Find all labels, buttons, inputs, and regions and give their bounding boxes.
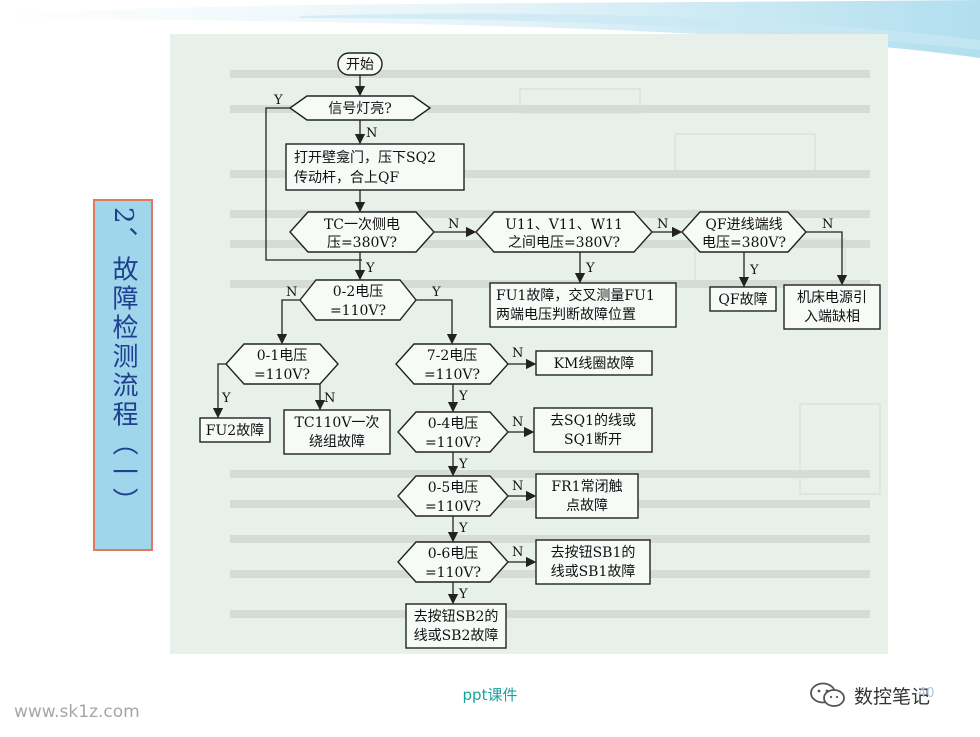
process-fu2-fault: [199, 417, 271, 443]
wechat-icon: [810, 682, 845, 707]
slide-title: 2、故障检测流程（一）: [108, 207, 138, 517]
process-fu2-label: FU2故障: [206, 423, 264, 439]
footer-website-watermark: www.sk1z.com: [14, 702, 140, 722]
label-02-y: Y: [431, 285, 441, 300]
flowchart-connectors: [212, 75, 848, 605]
process-km-coil-label: KM线圈故障: [554, 356, 635, 372]
process-tc110-fault: [283, 409, 391, 455]
label-01-y: Y: [221, 391, 231, 406]
process-fr1-line2: 点故障: [566, 498, 608, 514]
process-sb2: [405, 603, 507, 649]
label-06-n: N: [512, 545, 523, 560]
decision-0-4-line1: 0-4电压: [428, 416, 479, 432]
label-04-n: N: [512, 415, 523, 430]
process-tc110-line2: 绕组故障: [309, 434, 365, 450]
process-sb1: [535, 539, 651, 585]
decision-0-2-line2: =110V?: [330, 303, 386, 319]
top-wave-decoration: [0, 0, 980, 58]
decision-0-5-line1: 0-5电压: [428, 480, 479, 496]
footer-brand: 数控笔记: [808, 681, 930, 709]
label-qf-y: Y: [749, 263, 759, 278]
decision-0-5-line2: =110V?: [425, 499, 481, 515]
decision-0-1-line2: =110V?: [254, 367, 310, 383]
label-06-y: Y: [458, 587, 468, 602]
footer-courseware-label: ppt课件: [462, 686, 518, 704]
label-u11-y: Y: [585, 261, 595, 276]
decision-0-4-line2: =110V?: [425, 435, 481, 451]
decision-tc-primary-line2: 压=380V?: [327, 235, 397, 251]
process-power-phase: [783, 284, 881, 330]
process-sq1-line2: SQ1断开: [564, 432, 622, 448]
process-sb1-line1: 去按钮SB1的: [551, 545, 636, 561]
decision-0-2-line1: 0-2电压: [333, 284, 384, 300]
label-tc-y: Y: [365, 261, 375, 276]
label-05-n: N: [512, 479, 523, 494]
process-fu1-line1: FU1故障，交叉测量FU1: [496, 287, 655, 304]
process-qf-fault: [709, 286, 777, 312]
process-fu1-fault: [489, 282, 677, 328]
label-72-y: Y: [458, 389, 468, 404]
label-signal-n: N: [366, 126, 377, 141]
process-fr1-line1: FR1常闭触: [551, 479, 622, 495]
label-u11-n: N: [657, 217, 668, 232]
process-sb2-line1: 去按钮SB2的: [414, 609, 499, 625]
decision-0-6-line1: 0-6电压: [428, 546, 479, 562]
decision-0-6-line2: =110V?: [425, 565, 481, 581]
fault-detection-flowchart: 开始 信号灯亮? 打开壁龛门，压下SQ2 传动杆，合上QF TC一次侧电 压=3…: [199, 52, 881, 649]
process-open-door-line1: 打开壁龛门，压下SQ2: [294, 149, 436, 166]
label-04-y: Y: [458, 457, 468, 472]
process-open-door-line2: 传动杆，合上QF: [294, 170, 399, 186]
label-72-n: N: [512, 346, 523, 361]
title-box: 2、故障检测流程（一）: [93, 199, 153, 551]
label-tc-n: N: [448, 217, 459, 232]
decision-signal-light: [288, 95, 432, 121]
process-power-phase-line2: 入端缺相: [804, 309, 860, 325]
decision-7-2-line2: =110V?: [424, 367, 480, 383]
process-open-door: [285, 143, 465, 191]
label-01-n: N: [324, 391, 335, 406]
label-02-n: N: [286, 285, 297, 300]
node-start-label: 开始: [346, 57, 374, 73]
label-05-y: Y: [458, 521, 468, 536]
label-qf-n: N: [822, 217, 833, 232]
process-fu1-line2: 两端电压判断故障位置: [496, 307, 636, 323]
brand-name: 数控笔记: [854, 685, 931, 708]
decision-qf-line1: QF进线端线: [705, 217, 782, 233]
process-power-phase-line1: 机床电源引: [797, 290, 867, 306]
decision-qf-line2: 电压=380V?: [702, 235, 786, 251]
label-signal-y: Y: [273, 93, 283, 108]
process-sq1-line1: 去SQ1的线或: [550, 413, 636, 429]
process-fr1: [535, 473, 639, 519]
process-sb2-line2: 线或SB2故障: [414, 628, 499, 644]
page-number: 40: [918, 686, 935, 701]
decision-u11-line1: U11、V11、W11: [505, 217, 623, 233]
process-tc110-line1: TC110V一次: [295, 415, 380, 431]
decision-0-1-line1: 0-1电压: [257, 348, 308, 364]
decision-signal-light-label: 信号灯亮?: [328, 100, 392, 117]
decision-u11-line2: 之间电压=380V?: [508, 235, 620, 251]
decision-0-1: [225, 343, 339, 385]
process-sq1: [533, 407, 653, 453]
process-sb1-line2: 线或SB1故障: [551, 564, 636, 580]
decision-tc-primary-line1: TC一次侧电: [324, 217, 400, 233]
decision-7-2-line1: 7-2电压: [427, 348, 478, 364]
process-qf-fault-label: QF故障: [718, 292, 767, 308]
